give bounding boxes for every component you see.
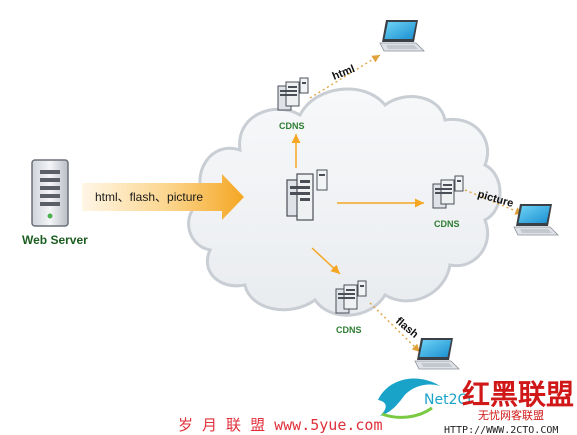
watermark-sub-text: 无忧网客联盟: [478, 408, 544, 422]
watermark-logo-text: Net2Ci: [424, 392, 471, 408]
edge-bottom-label: flash: [393, 315, 421, 341]
edge-top-to-laptop: [309, 54, 381, 99]
cdn-right-label: CDNS: [434, 219, 460, 229]
edge-top-label: html: [331, 63, 357, 83]
edge-bottom-to-laptop: [369, 302, 421, 353]
laptop-top-icon: [379, 19, 425, 52]
cdn-bottom-label: CDNS: [336, 325, 362, 335]
web-server-label: Web Server: [22, 233, 88, 247]
laptop-bottom-icon: [414, 337, 460, 370]
watermark-site-line: 岁 月 联 盟 www.5yue.com: [178, 416, 383, 434]
edge-right-to-laptop: [464, 189, 524, 215]
watermark-logo: Net2Ci 红黑联盟 无忧网客联盟 HTTP://WWW.2CTO.COM: [378, 378, 574, 435]
watermark-big-text: 红黑联盟: [462, 378, 574, 411]
main-arrow: [82, 174, 244, 220]
laptop-right-icon: [513, 203, 559, 236]
dolphin-icon: [378, 378, 440, 416]
watermark-url-text: HTTP://WWW.2CTO.COM: [444, 425, 558, 435]
central-server-cluster-icon: [286, 169, 328, 221]
web-server-icon: [31, 159, 69, 227]
main-arrow-label: html、flash、picture: [95, 190, 203, 204]
cloud-shape: [187, 87, 502, 317]
arrow-center-to-bottom: [311, 247, 341, 275]
cdn-top-icon: [277, 77, 309, 111]
cdn-top-label: CDNS: [279, 121, 305, 131]
